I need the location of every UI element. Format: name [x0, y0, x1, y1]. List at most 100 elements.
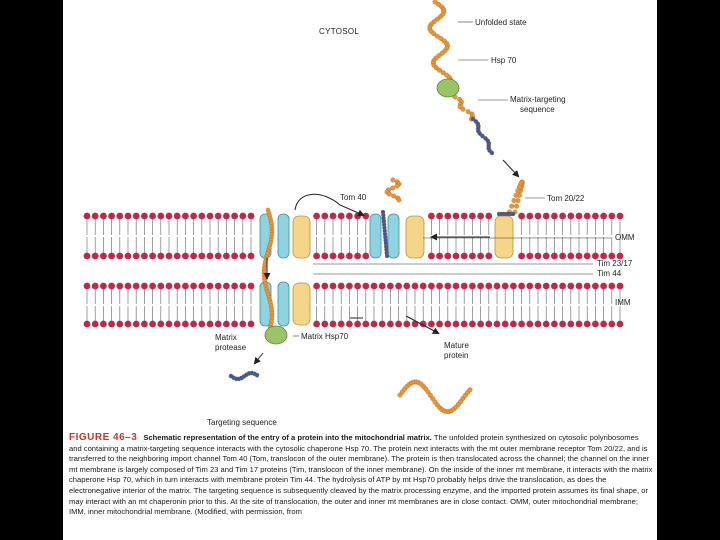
lipid-head: [510, 282, 517, 290]
lipid-head: [501, 282, 509, 290]
unfolded-chain-bead: [432, 0, 438, 5]
lipid-head: [460, 212, 468, 220]
lipid-head: [559, 252, 566, 260]
lipid-head: [559, 320, 566, 328]
lipid-head: [592, 320, 599, 328]
lipid-head: [124, 212, 132, 220]
lipid-head: [165, 252, 173, 260]
lipid-head: [608, 252, 616, 260]
lipid-head: [600, 282, 607, 290]
lipid-head: [141, 320, 148, 328]
lipid-head: [337, 320, 345, 328]
lipid-head: [592, 252, 599, 260]
matrix-protease-label-1: Matrix: [215, 333, 237, 342]
lipid-head: [214, 282, 222, 290]
tom40-label: Tom 40: [340, 193, 367, 202]
lipid-head: [239, 320, 247, 328]
lipid-head: [542, 252, 550, 260]
lipid-head: [116, 320, 124, 328]
lipid-head: [526, 282, 534, 290]
lipid-head: [411, 282, 419, 290]
lipid-head: [542, 282, 550, 290]
lipid-head: [108, 320, 115, 328]
lipid-head: [395, 320, 402, 328]
lipid-head: [214, 212, 222, 220]
lipid-head: [313, 282, 320, 290]
omm-label: OMM: [615, 233, 635, 242]
tom40-chain-bead: [390, 185, 396, 191]
lipid-head: [247, 320, 255, 328]
lipid-head: [592, 282, 599, 290]
lipid-head: [198, 252, 206, 260]
targeting-seq-bead: [470, 116, 476, 122]
matrix-hsp70-chaperone: [264, 325, 288, 345]
lipid-head: [83, 252, 91, 260]
lipid-head: [575, 320, 583, 328]
lipid-head: [419, 282, 427, 290]
lipid-head: [510, 320, 517, 328]
lipid-head: [526, 320, 534, 328]
lipid-head: [616, 212, 624, 220]
lipid-head: [132, 282, 140, 290]
lipid-head: [518, 252, 525, 260]
mature-protein-bead: [467, 387, 473, 393]
lipid-head: [444, 320, 452, 328]
lipid-head: [444, 212, 452, 220]
lipid-head: [149, 320, 156, 328]
arrow-tom40-label: [294, 193, 365, 217]
lipid-head: [337, 252, 345, 260]
lipid-head: [337, 282, 345, 290]
lipid-head: [247, 282, 255, 290]
lipid-head: [83, 282, 91, 290]
tom40-chain-bead: [394, 183, 400, 189]
lipid-head: [198, 282, 206, 290]
lipid-head: [583, 212, 591, 220]
lipid-head: [526, 252, 534, 260]
lipid-head: [600, 252, 607, 260]
mitochondrial-import-diagram: CYTOSOL Unfolded state Hsp 70 Matrix-tar…: [83, 0, 635, 427]
lipid-head: [616, 282, 624, 290]
lipid-head: [157, 282, 165, 290]
lipid-head: [469, 282, 476, 290]
lipid-head: [247, 212, 255, 220]
tom2022-chain-bead: [513, 192, 519, 198]
lipid-head: [370, 282, 378, 290]
lipid-head: [583, 320, 591, 328]
lipid-head: [444, 252, 452, 260]
lipid-head: [157, 320, 165, 328]
lipid-head: [149, 212, 156, 220]
lipid-head: [477, 320, 484, 328]
lipid-head: [559, 212, 566, 220]
lipid-head: [534, 252, 542, 260]
lipid-head: [157, 212, 165, 220]
lipid-head: [165, 320, 173, 328]
lipid-head: [108, 282, 115, 290]
lipid-head: [100, 282, 107, 290]
lipid-head: [223, 282, 230, 290]
figure-label: FIGURE 46–3: [69, 432, 138, 443]
lipid-head: [100, 252, 107, 260]
lipid-head: [428, 212, 435, 220]
lipid-head: [436, 252, 443, 260]
cleaved-target-bead: [254, 372, 260, 378]
lipid-head: [173, 212, 181, 220]
lipid-head: [124, 320, 132, 328]
lipid-head: [231, 212, 239, 220]
lipid-head: [583, 282, 591, 290]
lipid-head: [116, 252, 124, 260]
lipid-head: [370, 320, 378, 328]
lipid-head: [206, 320, 214, 328]
lipid-head: [378, 320, 386, 328]
targeting-seq-bead: [480, 133, 485, 139]
lipid-head: [452, 320, 460, 328]
tim44-label: Tim 44: [597, 269, 622, 278]
matrix-protease-label-2: protease: [215, 343, 247, 352]
tom40-channel-right: [369, 213, 425, 259]
lipid-head: [100, 212, 107, 220]
lipid-head: [190, 282, 197, 290]
tom2022-chain-bead: [509, 203, 515, 209]
lipid-head: [485, 252, 493, 260]
lipid-head: [575, 212, 583, 220]
chain-bead: [460, 106, 466, 112]
lipid-head: [378, 282, 386, 290]
